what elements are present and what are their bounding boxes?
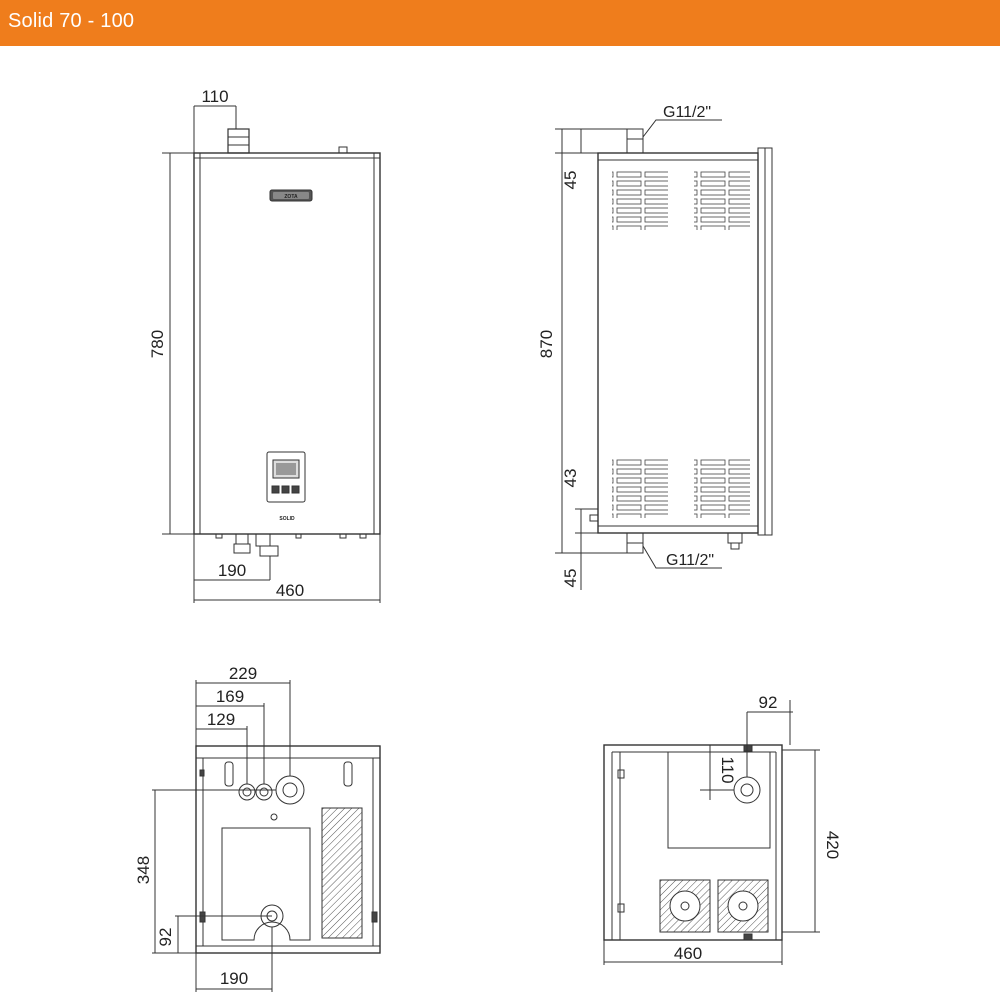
svg-text:ZOTA: ZOTA xyxy=(284,194,298,200)
dim-side-bottom-inner: 43 xyxy=(561,469,580,488)
front-bottom-fittings xyxy=(215,533,367,557)
dim-side-height: 870 xyxy=(537,330,556,358)
dim-front-height: 780 xyxy=(148,330,167,358)
bottom-access-panel xyxy=(221,827,311,941)
bottom-body xyxy=(195,745,381,954)
rear-view xyxy=(603,700,820,965)
thread-label-bottom: G11/2" xyxy=(666,552,714,569)
front-top-pipe xyxy=(227,128,250,154)
rear-body xyxy=(603,744,783,941)
bottom-pipe-2 xyxy=(255,783,273,801)
dim-bottom-229: 229 xyxy=(229,664,257,683)
side-vent-top-right xyxy=(694,170,750,230)
dim-rear-460: 460 xyxy=(674,944,702,963)
rear-inner-panel xyxy=(667,751,771,849)
side-top-pipe xyxy=(626,128,644,154)
rear-fan-left xyxy=(659,879,711,933)
dim-rear-420: 420 xyxy=(823,831,842,859)
terminal-block xyxy=(321,807,363,939)
bottom-view xyxy=(152,680,381,992)
brand-logo: ZOTA xyxy=(269,189,313,202)
side-vent-top-left xyxy=(612,170,668,230)
dim-front-top-pipe: 110 xyxy=(201,87,228,106)
page-title: Solid 70 - 100 xyxy=(8,10,135,32)
dim-rear-92: 92 xyxy=(759,693,778,712)
dim-bottom-348: 348 xyxy=(134,856,153,884)
dim-side-bottom-outer: 45 xyxy=(561,569,580,588)
dim-bottom-92: 92 xyxy=(156,928,175,947)
thread-label-top: G11/2" xyxy=(663,104,711,121)
front-body xyxy=(193,152,381,535)
dim-side-top-gap: 45 xyxy=(561,171,580,190)
dim-rear-110: 110 xyxy=(718,756,737,783)
dim-bottom-190: 190 xyxy=(220,969,248,988)
side-vent-bottom-right xyxy=(694,458,750,518)
model-label: SOLID xyxy=(279,516,295,522)
front-view: ZOTA SOLID xyxy=(162,105,381,603)
dim-bottom-129: 129 xyxy=(207,710,235,729)
side-vent-bottom-left xyxy=(612,458,668,518)
dim-bottom-169: 169 xyxy=(216,687,244,706)
dim-front-width: 460 xyxy=(276,581,304,600)
side-view xyxy=(555,119,773,590)
control-panel xyxy=(266,451,306,503)
title-bar: Solid 70 - 100 xyxy=(0,0,1000,46)
bottom-flue-connector xyxy=(275,775,305,805)
dim-front-pipe-offset: 190 xyxy=(218,561,246,580)
rear-fan-right xyxy=(717,879,769,933)
bottom-pipe-1 xyxy=(238,783,256,801)
